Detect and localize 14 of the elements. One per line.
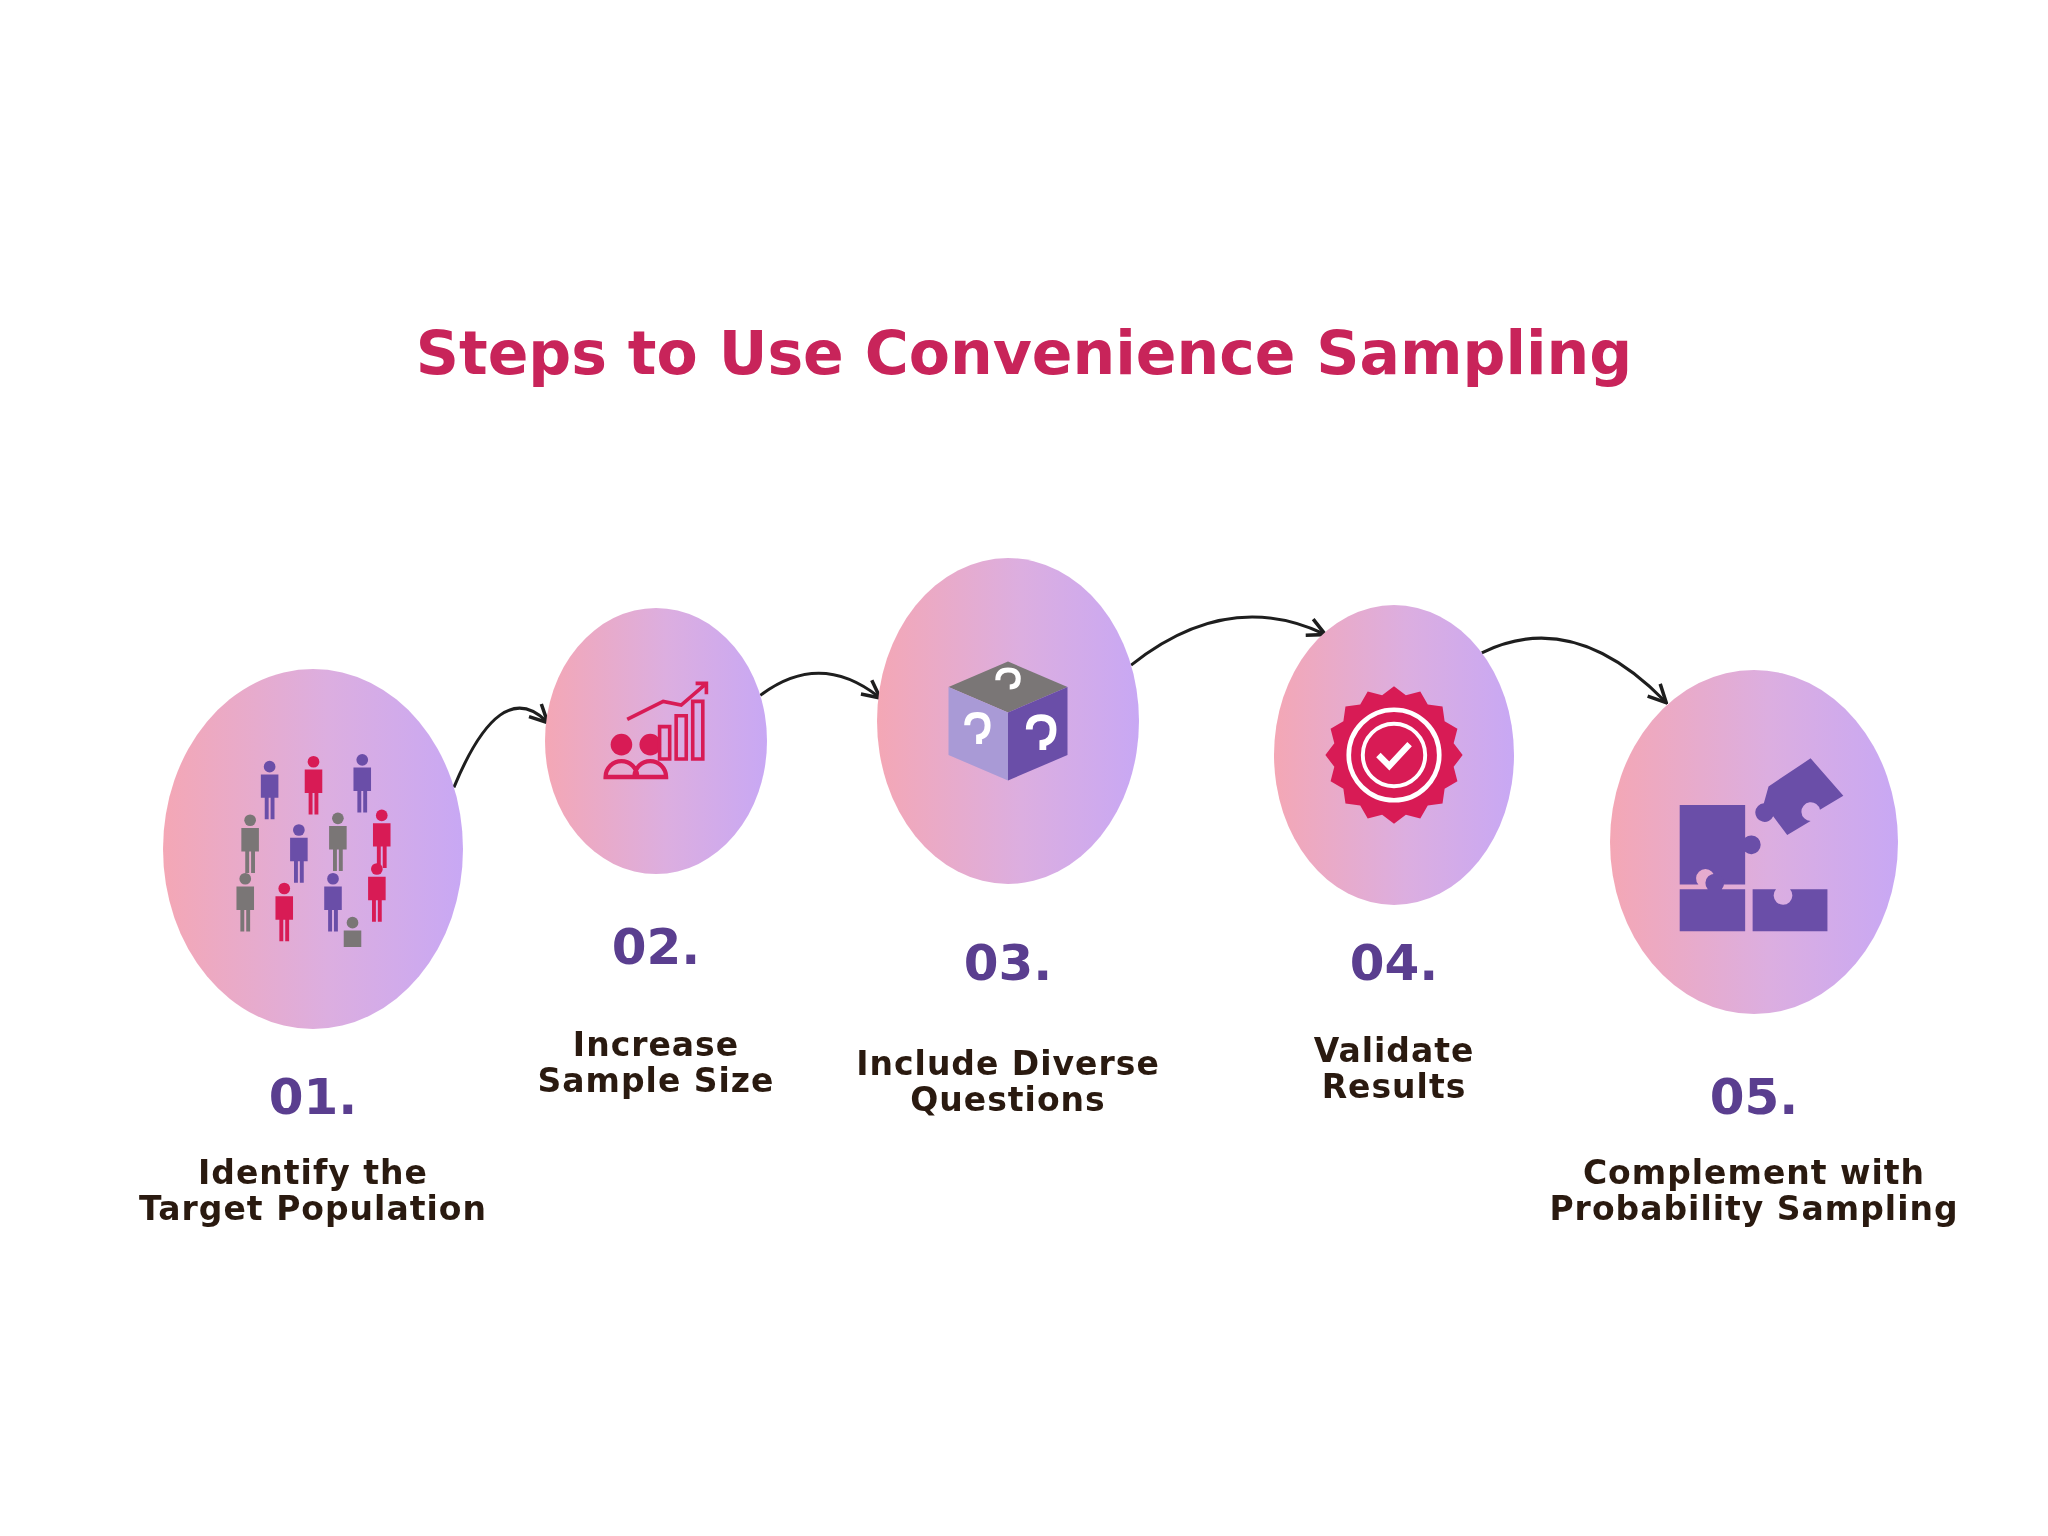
step-number: 01. bbox=[267, 1068, 359, 1126]
step-text: Increase Sample Size bbox=[536, 1027, 776, 1099]
step-number: 04. bbox=[1348, 934, 1440, 992]
arrow bbox=[1130, 615, 1328, 667]
step-text: Complement with Probability Sampling bbox=[1548, 1155, 1960, 1227]
title: Steps to Use Convenience Sampling bbox=[415, 318, 1633, 388]
arrow bbox=[452, 702, 550, 788]
step-number: 03. bbox=[962, 934, 1054, 992]
step-number: 02. bbox=[610, 918, 702, 976]
arrow bbox=[1481, 636, 1669, 705]
step-text: Include Diverse Questions bbox=[855, 1046, 1161, 1118]
step-number: 05. bbox=[1708, 1068, 1800, 1126]
step-text: Identify the Target Population bbox=[138, 1155, 488, 1227]
step-text: Validate Results bbox=[1312, 1033, 1476, 1105]
